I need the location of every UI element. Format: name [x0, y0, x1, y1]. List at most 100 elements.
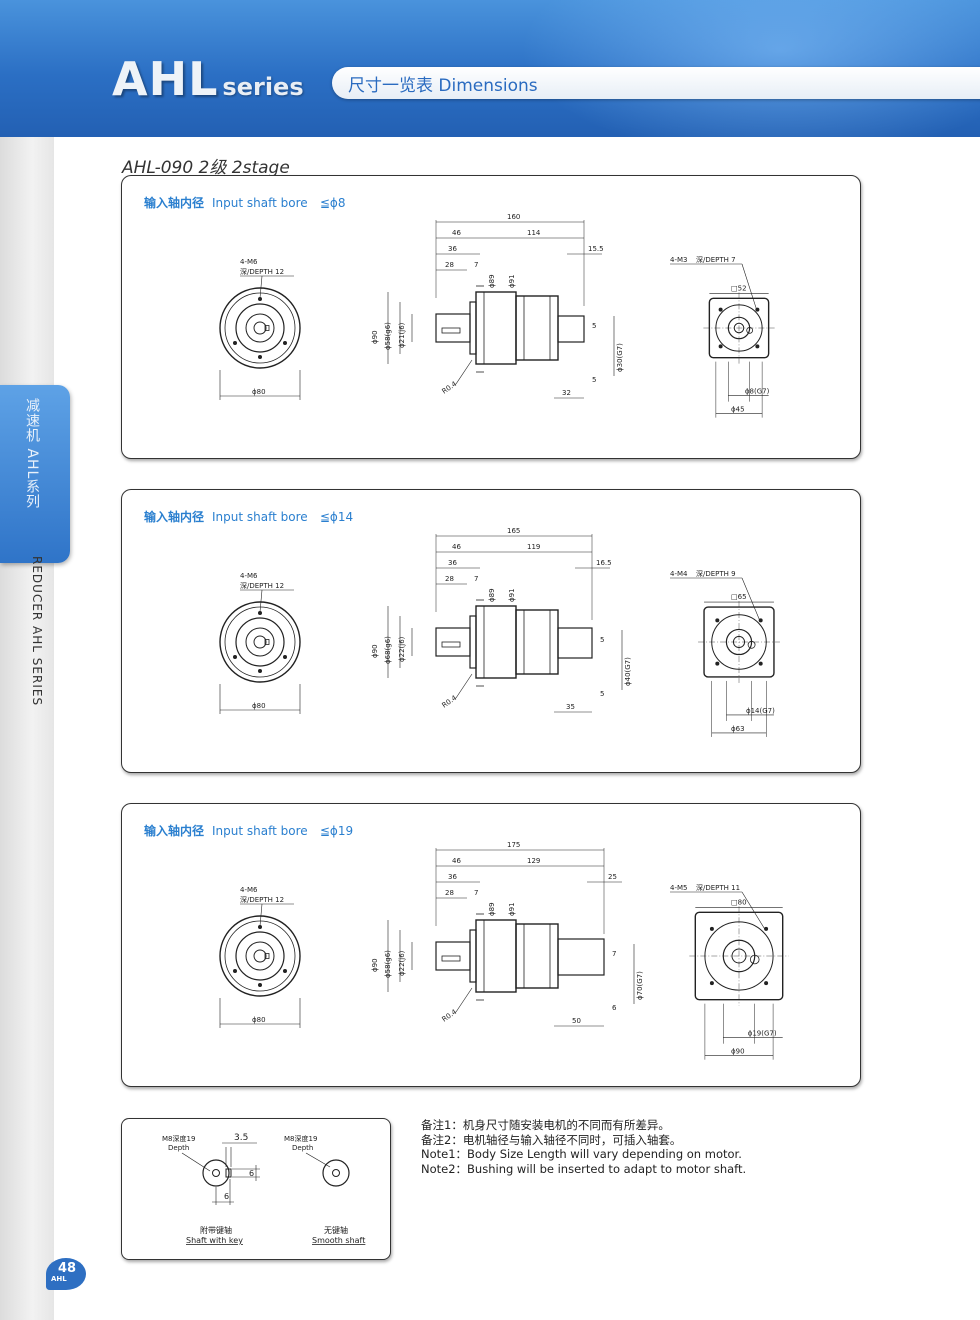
side-d15: 25 — [608, 873, 617, 881]
heading-value: ≦ϕ8 — [319, 196, 346, 210]
side-phi90: ϕ90 — [371, 644, 379, 658]
side-d5a: 5 — [592, 322, 596, 330]
side-tab — [0, 385, 70, 563]
page-label: AHL — [51, 1275, 67, 1283]
side-d32: 32 — [562, 389, 571, 397]
rear-shaft-label: ϕ14(G7) — [746, 707, 775, 715]
side-phi90: ϕ90 — [371, 330, 379, 344]
page-number-badge: 48 AHL — [46, 1258, 86, 1290]
note-en-1: Note1：Body Size Length will vary dependi… — [421, 1147, 742, 1161]
heading-en: Input shaft bore — [212, 510, 308, 524]
side-phi-motor: ϕ70(G7) — [636, 971, 644, 1000]
rear-square-label: □80 — [731, 898, 747, 906]
heading-en: Input shaft bore — [212, 824, 308, 838]
side-d28: 28 — [445, 261, 454, 269]
keyed-dim-35: 3.5 — [234, 1133, 248, 1143]
side-d15: 16.5 — [596, 559, 612, 567]
note-cn-2: 备注2：电机轴径与输入轴径不同时，可插入轴套。 — [421, 1132, 682, 1147]
front-holes-label: 4-M6 — [240, 572, 258, 580]
heading-cn: 输入轴内径 — [144, 196, 205, 210]
front-view: 4-M6 深/DEPTH 12 ϕ80 — [219, 572, 301, 714]
side-phi58: ϕ58(g6) — [384, 322, 392, 350]
side-view: 175 46 129 36 28 7 25 — [371, 841, 644, 1027]
keyed-dim-6a: 6 — [249, 1169, 254, 1178]
smooth-depth-label: Depth — [292, 1144, 313, 1152]
dimension-drawing: 4-M6 深/DEPTH 12 ϕ80 165 46 119 — [219, 527, 780, 737]
section-title: 尺寸一览表 Dimensions — [348, 75, 538, 96]
dimension-drawing: 4-M6 深/DEPTH 12 ϕ80 175 46 129 — [219, 841, 789, 1060]
side-total: 175 — [507, 841, 520, 849]
side-phi91: ϕ91 — [508, 274, 516, 288]
side-d36: 36 — [448, 245, 457, 253]
shaft-types-drawing: M8深度19 Depth 3.5 6 6 附带键轴 Shaft with key… — [162, 1133, 365, 1245]
side-view: 165 46 119 36 28 7 16.5 — [371, 527, 632, 713]
side-vertical-text: REDUCER AHL SERIES — [30, 556, 44, 707]
rear-view: 4-M4 深/DEPTH 9 □65 ϕ14(G7) ϕ63 — [670, 569, 780, 737]
front-depth-label: 深/DEPTH 12 — [240, 581, 284, 590]
side-d5b: 5 — [600, 690, 604, 698]
rear-shaft-label: ϕ8(G7) — [745, 388, 770, 396]
brand-main: AHL — [112, 52, 219, 106]
shaft-types-panel: M8深度19 Depth 3.5 6 6 附带键轴 Shaft with key… — [121, 1118, 391, 1260]
side-phi58: ϕ58(g6) — [384, 950, 392, 978]
side-total: 165 — [507, 527, 520, 535]
rear-holes-label: 4-M4 — [670, 570, 688, 578]
rear-pcd-label: ϕ63 — [731, 725, 745, 733]
side-d7: 7 — [474, 261, 478, 269]
side-d46: 46 — [452, 857, 461, 865]
rear-depth-label: 深/DEPTH 9 — [696, 569, 736, 578]
side-tab-text: 减速机 AHL系列 — [24, 398, 40, 510]
side-view: 160 46 114 36 28 7 15.5 — [371, 213, 624, 399]
side-d114: 119 — [527, 543, 540, 551]
front-holes-label: 4-M6 — [240, 886, 258, 894]
heading-cn: 输入轴内径 — [144, 510, 205, 524]
rear-shaft-label: ϕ19(G7) — [748, 1030, 777, 1038]
front-holes-label: 4-M6 — [240, 258, 258, 266]
side-phi91: ϕ91 — [508, 588, 516, 602]
side-phi91: ϕ91 — [508, 902, 516, 916]
side-phi90: ϕ90 — [371, 958, 379, 972]
panel-heading: 输入轴内径 Input shaft bore ≦ϕ14 — [144, 508, 353, 525]
side-d5a: 7 — [612, 950, 616, 958]
side-d114: 129 — [527, 857, 540, 865]
notes: 备注1：机身尺寸随安装电机的不同而有所差异。 备注2：电机轴径与输入轴径不同时，… — [421, 1118, 746, 1176]
smooth-caption-en: Smooth shaft — [312, 1236, 365, 1245]
dimension-panel-2: 输入轴内径 Input shaft bore ≦ϕ14 4-M6 深/DEPTH … — [121, 489, 861, 773]
side-radius: R0.4 — [441, 1008, 459, 1024]
side-phi21: ϕ22(j6) — [398, 950, 406, 976]
side-phi89: ϕ89 — [488, 902, 496, 916]
side-d15: 15.5 — [588, 245, 604, 253]
rear-depth-label: 深/DEPTH 7 — [696, 255, 736, 264]
brand-sub: series — [222, 73, 304, 101]
page-header: AHL series 尺寸一览表 Dimensions — [0, 0, 980, 137]
front-view: 4-M6 深/DEPTH 12 ϕ80 — [219, 886, 301, 1028]
front-dia-label: ϕ80 — [252, 1016, 266, 1024]
side-phi-motor: ϕ30(G7) — [616, 343, 624, 372]
section-title-bar: 尺寸一览表 Dimensions — [332, 67, 980, 99]
side-d114: 114 — [527, 229, 541, 237]
side-d46: 46 — [452, 543, 461, 551]
rear-pcd-label: ϕ90 — [731, 1048, 745, 1056]
side-total: 160 — [507, 213, 520, 221]
front-view: 4-M6 深/DEPTH 12 ϕ80 — [219, 258, 301, 400]
side-phi21: ϕ22(j6) — [398, 636, 406, 662]
front-depth-label: 深/DEPTH 12 — [240, 267, 284, 276]
heading-value: ≦ϕ19 — [319, 824, 354, 838]
side-d5b: 6 — [612, 1004, 617, 1012]
rear-square-label: □52 — [731, 284, 747, 292]
side-d7: 7 — [474, 889, 478, 897]
keyed-shaft-icon — [202, 1159, 230, 1187]
rear-holes-label: 4-M5 — [670, 884, 687, 892]
side-d5b: 5 — [592, 376, 596, 384]
smooth-screw-label: M8深度19 — [284, 1134, 317, 1143]
side-phi58: ϕ68(g6) — [384, 636, 392, 664]
heading-value: ≦ϕ14 — [319, 510, 354, 524]
side-d46: 46 — [452, 229, 461, 237]
keyed-caption-cn: 附带键轴 — [200, 1225, 232, 1235]
keyed-caption-en: Shaft with key — [186, 1236, 243, 1245]
side-d32: 50 — [572, 1017, 581, 1025]
